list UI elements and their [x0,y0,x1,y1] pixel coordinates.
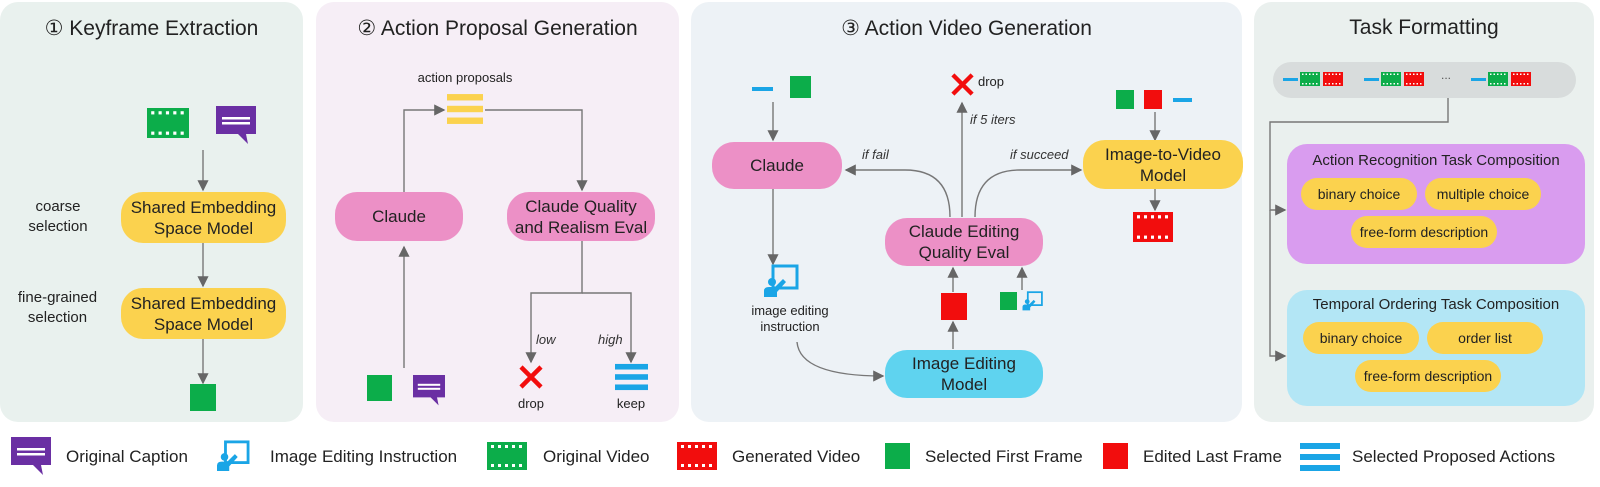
shared-embedding-model-fine: Shared Embedding Space Model [121,288,286,339]
temporal-ordering-title: Temporal Ordering Task Composition [1312,296,1560,313]
proposed-action-dash-icon [1471,78,1486,81]
original-caption-icon [216,106,256,146]
action-recognition-box: Action Recognition Task Composition bina… [1287,144,1585,264]
drop-x-icon [518,364,544,390]
proposed-action-dash-icon [752,87,773,91]
pill-binary-choice: binary choice [1301,178,1417,210]
legend-proposed-actions-icon [1300,442,1340,472]
task-sequence-pill: ... [1273,62,1576,98]
generated-video-icon [1323,72,1343,86]
legend-original-video: Original Video [543,447,650,466]
keep-bars-icon [615,363,648,391]
legend-caption-icon [10,437,52,477]
if-fail-label: if fail [862,147,889,162]
claude-proposal-box: Claude [335,192,463,241]
claude-instruction-box: Claude [712,142,842,189]
selected-first-frame-icon [367,375,392,401]
shared-embedding-model-coarse: Shared Embedding Space Model [121,192,286,243]
pill-free-form-description: free-form description [1355,360,1501,392]
edited-last-frame-icon [1144,90,1162,109]
selected-first-frame-icon [790,76,811,98]
ellipsis: ... [1441,68,1452,82]
high-label: high [598,332,623,347]
image-editing-model-box: Image Editing Model [885,350,1043,398]
if-5-iters-label: if 5 iters [970,112,1016,127]
generated-video-icon [1404,72,1424,86]
generated-video-icon [1133,212,1173,242]
image-to-video-model-box: Image-to-Video Model [1083,140,1243,189]
image-editing-instruction-label: image editing instruction [751,303,829,334]
legend-generated-video-icon [677,442,717,470]
keep-label: keep [616,396,646,411]
pill-order-list: order list [1427,322,1543,354]
original-video-icon [147,108,189,138]
temporal-ordering-box: Temporal Ordering Task Composition binar… [1287,290,1585,406]
proposed-action-dash-icon [1173,98,1192,102]
generated-video-icon [1511,72,1531,86]
panel-title: ③ Action Video Generation [841,17,1092,40]
coarse-selection-label: coarse selection [28,198,88,235]
action-recognition-title: Action Recognition Task Composition [1312,152,1560,169]
drop-label: drop [978,74,1005,89]
image-editing-instruction-icon [1020,291,1045,311]
claude-quality-realism-eval-box: Claude Quality and Realism Eval [507,192,655,241]
pill-free-form-description: free-form description [1351,216,1497,248]
legend-edited-last-frame: Edited Last Frame [1143,447,1282,466]
proposed-action-dash-icon [1283,78,1298,81]
action-proposals-label: action proposals [417,70,513,85]
legend-original-video-icon [487,442,527,470]
claude-editing-quality-eval-box: Claude Editing Quality Eval [885,218,1043,266]
legend-image-editing-instruction: Image Editing Instruction [270,447,458,466]
selected-first-frame-icon [1116,90,1134,109]
original-video-icon [1488,72,1508,86]
pill-binary-choice: binary choice [1303,322,1419,354]
panel-title: ① Keyframe Extraction [44,17,259,40]
original-video-icon [1381,72,1401,86]
original-video-icon [1300,72,1320,86]
drop-label: drop [517,396,545,411]
low-label: low [536,332,556,347]
pill-multiple-choice: multiple choice [1425,178,1541,210]
legend-generated-video: Generated Video [732,447,861,466]
fine-grained-selection-label: fine-grained selection [17,289,98,326]
legend-selected-first-frame: Selected First Frame [925,447,1083,466]
proposed-action-dash-icon [1364,78,1379,81]
edited-last-frame-icon [941,293,967,320]
panel-title: Task Formatting [1349,16,1499,39]
image-editing-instruction-icon [763,264,799,298]
if-succeed-label: if succeed [1010,147,1069,162]
selected-first-frame-icon [190,384,216,411]
legend-original-caption: Original Caption [66,447,188,466]
legend-last-frame-icon [1103,443,1128,469]
panel-title: ② Action Proposal Generation [357,17,638,40]
selected-first-frame-icon [1000,292,1017,310]
action-proposals-icon [447,93,483,125]
drop-x-icon [950,72,975,97]
legend-selected-proposed-actions: Selected Proposed Actions [1352,447,1556,466]
original-caption-icon [413,375,445,407]
legend-first-frame-icon [885,443,910,469]
legend-instruction-icon [214,440,252,472]
